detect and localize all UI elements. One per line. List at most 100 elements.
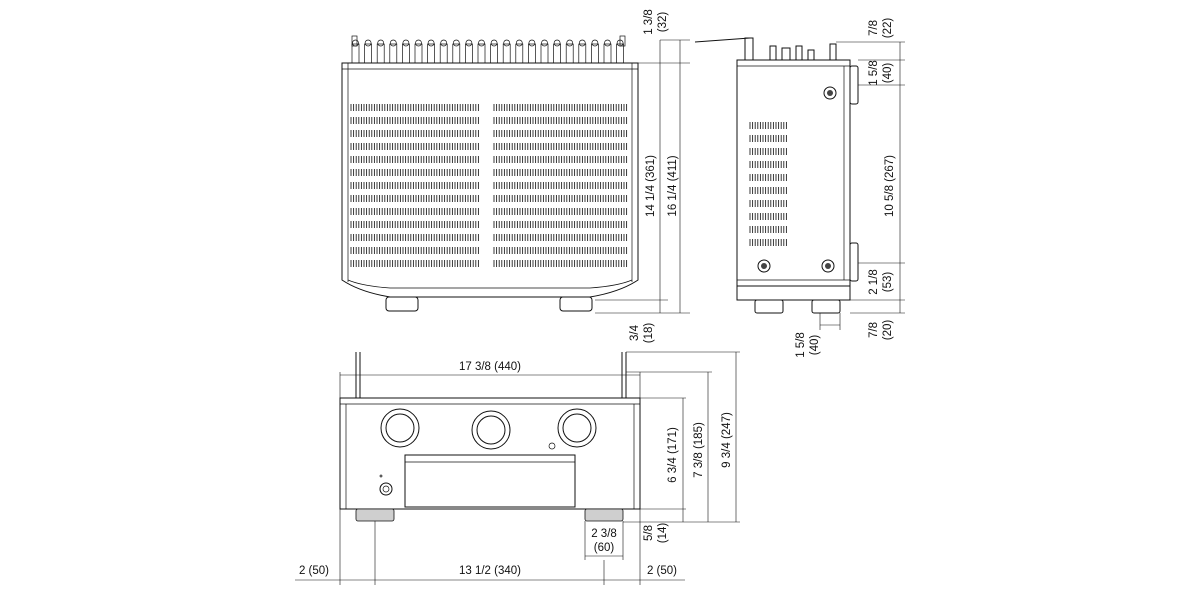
dim-label-side-top: 7/8 [868, 20, 880, 36]
rear-connector [427, 43, 435, 64]
rear-connector [351, 43, 360, 64]
front-view: 17 3/8 (440) 6 3/4 (171) 7 3/8 (185) 9 3… [295, 351, 740, 585]
dim-label-right-offset: 2 (50) [647, 565, 677, 577]
rear-connector [477, 43, 486, 64]
side-foot-front [811, 299, 841, 314]
rear-connector [616, 43, 624, 64]
rear-connector [364, 43, 372, 64]
top-vents-right [493, 104, 628, 267]
dim-label-side-lower-mm: (53) [882, 272, 894, 293]
dim-label-front-width: 17 3/8 (440) [459, 361, 521, 373]
screw-head [761, 263, 767, 269]
top-front-curve [347, 279, 633, 289]
rear-antenna [619, 35, 626, 47]
dim-label-side-top-mm: (22) [882, 18, 894, 39]
rear-connector-cap [415, 39, 422, 47]
top-view: 1 3/8 (32) 14 1/4 (361) 16 1/4 (411) 3/4… [341, 9, 690, 344]
rear-connector-cap [352, 39, 359, 47]
side-connector [829, 43, 837, 61]
dim-label-front-height-body: 6 3/4 (171) [667, 427, 679, 483]
dim-label-foot-depth: 3/4 [629, 324, 641, 341]
dim-label-antenna-height-mm: (32) [657, 12, 669, 33]
rear-connector-cap [515, 39, 523, 47]
side-connector [795, 45, 803, 61]
dim-label-side-middle: 10 5/8 (267) [884, 155, 896, 217]
front-knob-right [557, 408, 597, 448]
side-connector [807, 49, 815, 61]
rear-connector [465, 43, 473, 64]
rear-connector-cap [604, 39, 611, 47]
dim-label-side-foot-mm: (40) [809, 335, 821, 356]
front-knob-center [471, 410, 511, 450]
dim-label-side-upper-mm: (40) [882, 63, 894, 84]
dim-label-front-height-feet: 7 3/8 (185) [693, 422, 705, 478]
rear-connector-cap [377, 39, 385, 47]
dim-label-foot-height: 5/8 [643, 525, 655, 541]
side-view: 7/8 (22) 1 5/8 (40) 10 5/8 (267) 2 1/8 (… [694, 18, 905, 358]
dim-label-foot-width: 2 3/8 [591, 528, 617, 540]
rear-connector [603, 43, 612, 64]
side-vents [749, 122, 787, 246]
front-indicator [548, 442, 556, 450]
top-foot-left [385, 296, 419, 312]
front-headphone-jack [379, 482, 393, 496]
side-antenna-base [744, 37, 754, 61]
rear-connector [452, 43, 461, 64]
side-screws [757, 86, 837, 273]
rear-connector [402, 43, 410, 64]
front-foot-right [584, 508, 624, 522]
dim-label-total-depth: 16 1/4 (411) [667, 155, 679, 216]
rear-connector-cap [553, 39, 561, 47]
front-display-panel [404, 454, 576, 508]
rear-connector [376, 43, 385, 64]
rear-connector-cap [541, 39, 548, 47]
side-body-outline [736, 59, 851, 287]
dim-label-front-height-antenna: 9 3/4 (247) [721, 412, 733, 468]
dim-label-foot-spacing: 13 1/2 (340) [459, 565, 521, 577]
side-foot-rear [754, 299, 784, 314]
top-vents-left [350, 104, 479, 267]
rear-connector-cap [528, 39, 536, 47]
screw-head [827, 90, 833, 96]
rear-connector [439, 43, 448, 64]
side-knob-lower [849, 242, 859, 282]
rear-connector-cap [364, 39, 372, 47]
front-body-outline [339, 397, 641, 510]
rear-connector [540, 43, 549, 64]
rear-connectors [351, 35, 626, 64]
rear-connector [565, 43, 574, 64]
screw-head [825, 263, 831, 269]
rear-connector-cap [402, 39, 410, 47]
rear-connector [578, 43, 587, 64]
rear-connector [490, 43, 498, 64]
rear-connector-cap [478, 39, 485, 47]
rear-connector [414, 43, 423, 64]
rear-connector [553, 43, 561, 64]
dim-label-foot-depth-mm: (18) [643, 323, 655, 344]
side-knob-upper [849, 65, 859, 105]
front-indicator-dot [379, 474, 383, 478]
rear-connector [515, 43, 524, 64]
rear-connector-cap [389, 39, 397, 47]
top-foot-right [559, 296, 593, 312]
rear-connector [389, 43, 398, 64]
front-knob-left [380, 408, 420, 448]
rear-connector-cap [591, 39, 599, 47]
front-headphone-jack-inner [382, 485, 390, 493]
rear-connector-cap [566, 39, 574, 47]
side-connector [781, 47, 791, 61]
rear-connector-cap [440, 39, 448, 47]
dim-label-side-lower: 2 1/8 [868, 269, 880, 295]
dim-label-foot-height-mm: (14) [657, 523, 669, 544]
dim-label-side-foot: 1 5/8 [795, 332, 807, 358]
front-foot-left [355, 508, 395, 522]
rear-connector-cap [465, 39, 473, 47]
rear-antenna [351, 35, 358, 47]
side-connector [769, 45, 777, 61]
side-base [736, 285, 851, 301]
rear-connector [528, 43, 536, 64]
screw [821, 259, 835, 273]
dim-label-side-bottom-mm: (20) [882, 320, 894, 341]
